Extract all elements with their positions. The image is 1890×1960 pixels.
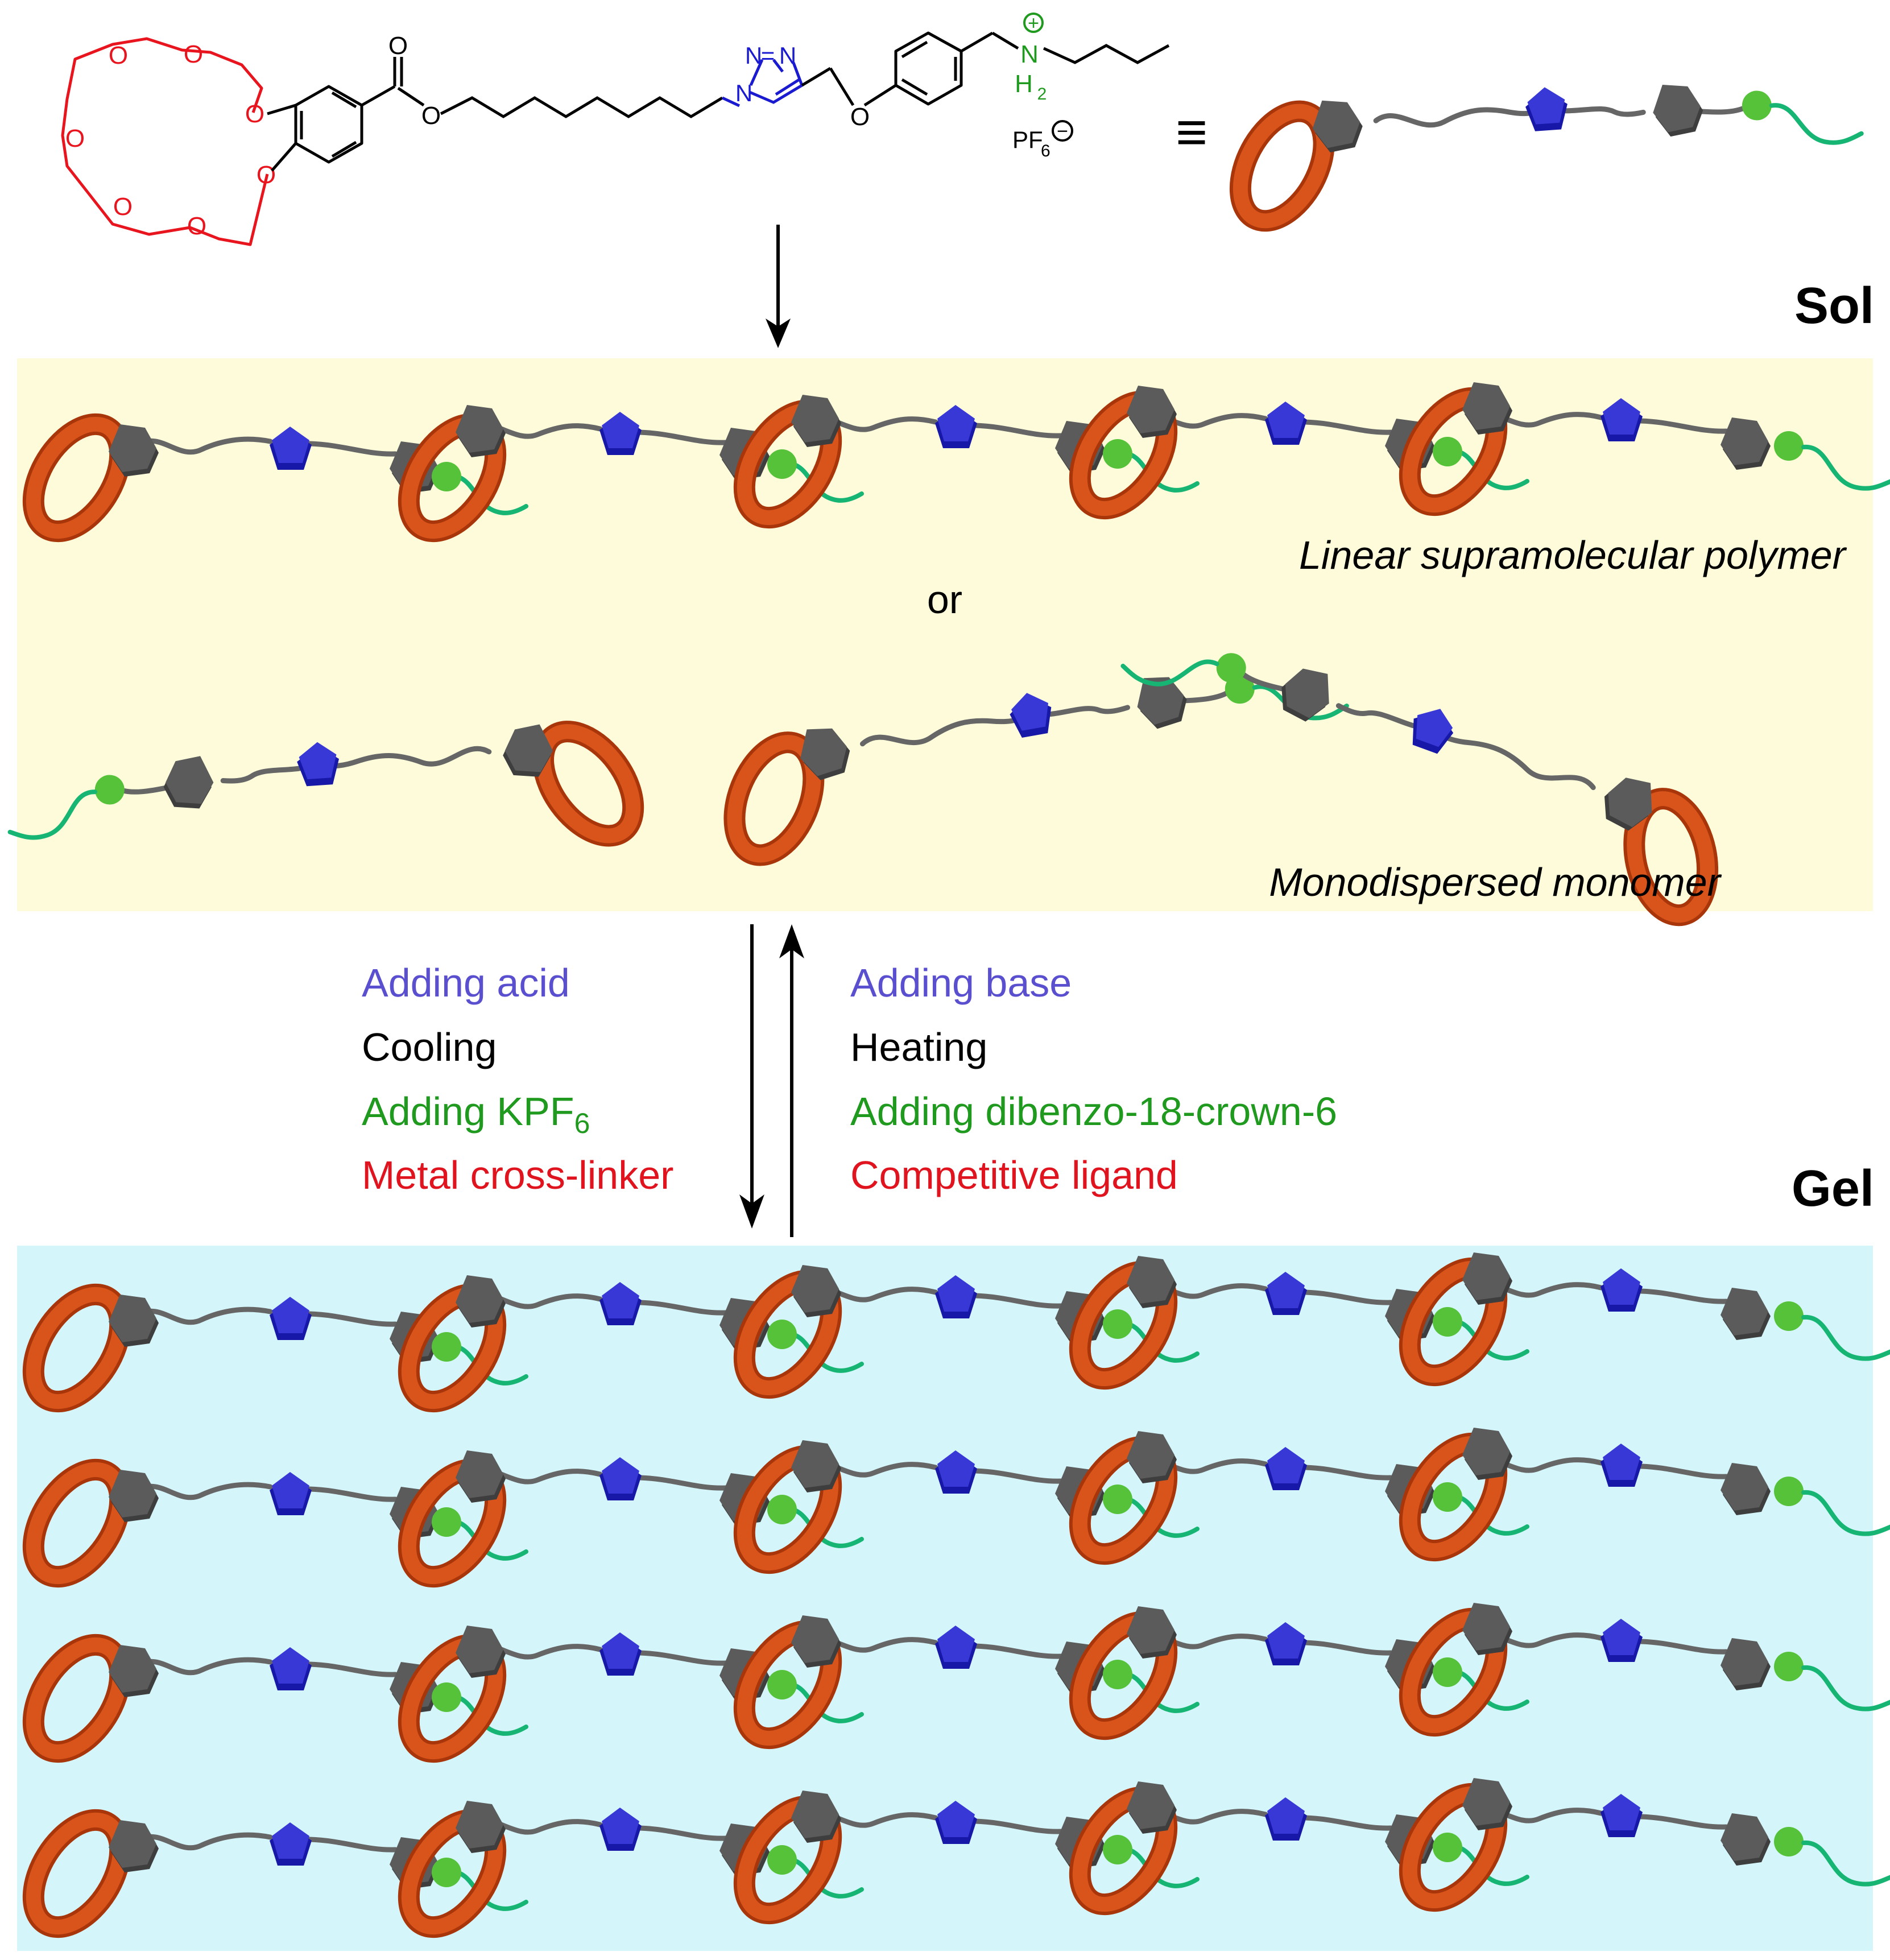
ether-oxygen: O [850,103,870,131]
condition-heating: Heating [850,1025,987,1069]
or-label: or [927,577,962,622]
benzyl-ether-chain [801,31,1019,107]
condition-kpf6: Adding KPF6 [362,1089,590,1139]
ammonium-group: + N H 2 [1015,13,1047,104]
condition-cooling: Cooling [362,1025,497,1069]
counterion-minus: − [1057,121,1068,142]
arrow-down-to-sol [766,225,791,348]
condition-metal-crosslinker: Metal cross-linker [362,1153,673,1197]
benzoate-ring [267,57,425,172]
crown-oxygen: O [113,193,133,221]
ammonium-hydrogen: H [1015,70,1033,98]
triazole-double-bond: = [761,42,775,69]
carbonyl-oxygen: O [388,32,408,60]
forward-conditions: Adding acid Cooling Adding KPF6 Metal cr… [362,961,673,1197]
condition-base: Adding base [850,961,1072,1005]
crown-oxygen: O [109,42,128,69]
counterion-subscript: 6 [1041,142,1051,160]
gel-label: Gel [1792,1160,1874,1217]
ammonium-h-subscript: 2 [1037,85,1047,104]
crown-oxygen: O [184,40,203,68]
alkyl-linker [440,96,723,118]
crown-oxygen-labels: O O O O O O O [65,40,276,240]
monomer-label: Monodispersed monomer [1269,860,1722,904]
sol-panel [17,358,1873,911]
condition-acid: Adding acid [362,961,570,1005]
triazole-ring [749,59,804,104]
triazole-labels: N N = N [735,42,796,106]
counterion-pf: PF [1012,126,1043,153]
ester-oxygen: O [421,102,441,130]
crown-oxygen: O [257,161,276,189]
triazole-n3: N [779,42,796,69]
kpf-text: Adding KPF [362,1089,574,1134]
counterion: PF 6 − [1012,120,1073,160]
equilibrium-arrows [739,924,804,1237]
butyl-chain [1043,44,1170,64]
reverse-conditions: Adding base Heating Adding dibenzo-18-cr… [850,961,1337,1197]
sol-label: Sol [1794,278,1874,334]
crown-oxygen: O [187,212,206,240]
condition-dibenzo-crown: Adding dibenzo-18-crown-6 [850,1089,1337,1134]
crown-oxygen: O [245,100,264,128]
condition-competitive-ligand: Competitive ligand [850,1153,1178,1197]
equivalence-symbol: ≡ [1176,102,1207,163]
triazole-n2: N [745,42,762,69]
triazole-n1: N [735,80,752,106]
monomer-cartoon-top [1216,57,1866,239]
chemical-structure: O O O O O O O O O [61,13,1207,246]
crown-oxygen: O [65,125,85,152]
crown-ether-ring [61,37,269,246]
kpf-subscript: 6 [574,1107,590,1139]
ammonium-nitrogen: N [1020,40,1039,68]
polymer-label: Linear supramolecular polymer [1299,533,1847,577]
ammonium-plus: + [1028,13,1039,34]
